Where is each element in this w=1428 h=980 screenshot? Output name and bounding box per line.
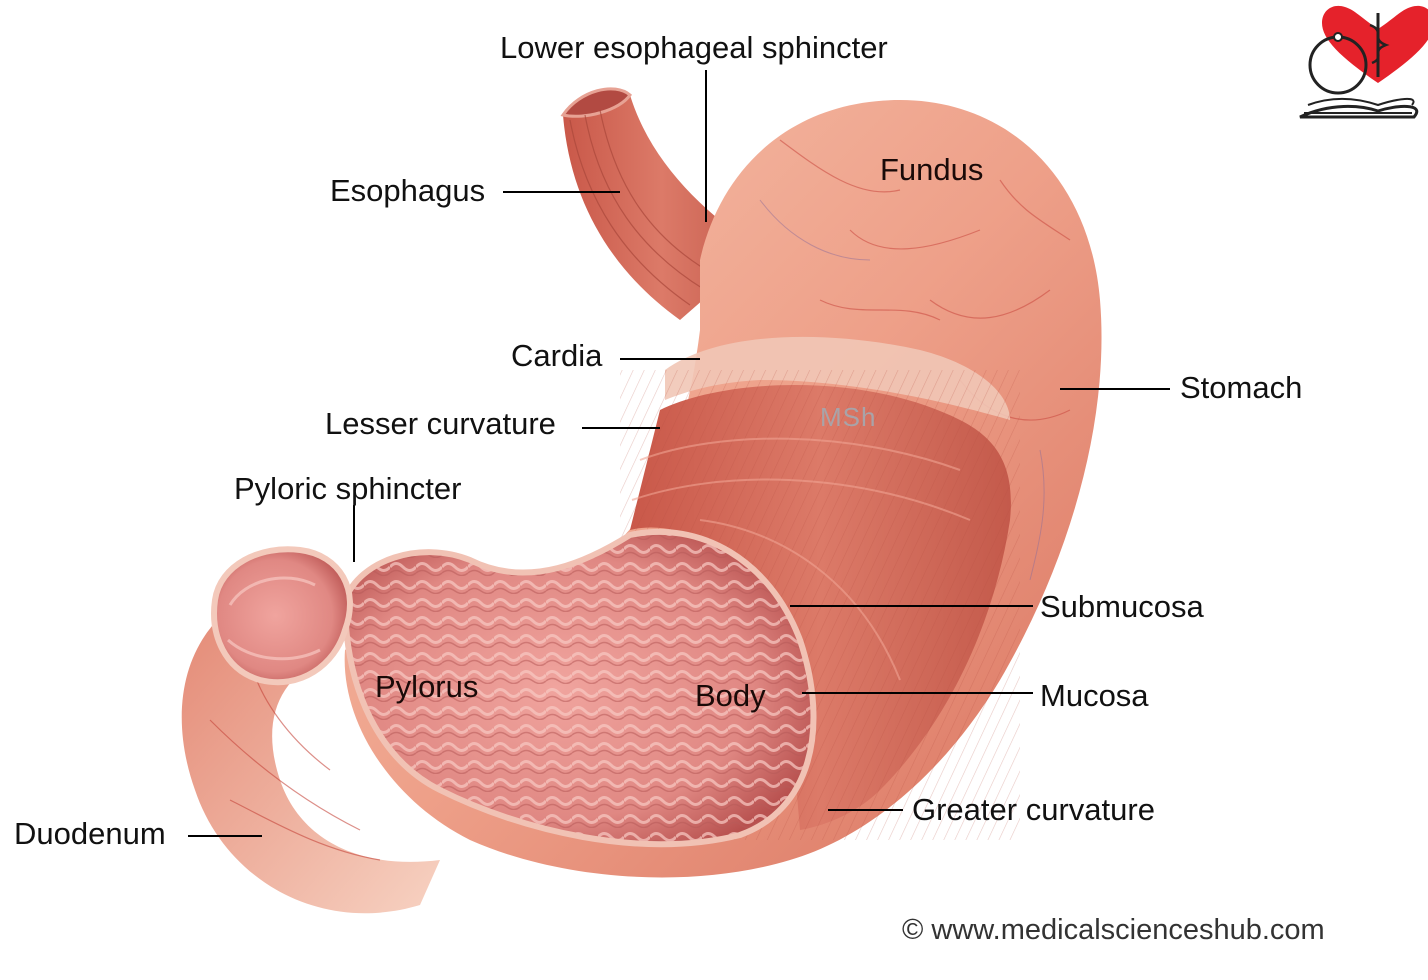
duodenum-shape — [181, 610, 440, 914]
leader-lines — [188, 70, 1170, 837]
label-body: Body — [695, 678, 766, 713]
label-lower-esophageal-sphincter: Lower esophageal sphincter — [500, 30, 888, 65]
label-mucosa: Mucosa — [1040, 678, 1149, 713]
label-esophagus: Esophagus — [330, 173, 486, 208]
copyright-notice: © www.medicalscienceshub.com — [902, 914, 1325, 946]
label-pylorus: Pylorus — [375, 669, 479, 704]
label-lesser-curvature: Lesser curvature — [325, 406, 556, 441]
label-duodenum: Duodenum — [14, 816, 166, 851]
label-fundus: Fundus — [880, 152, 984, 187]
label-pyloric-sphincter: Pyloric sphincter — [234, 471, 462, 506]
label-stomach: Stomach — [1180, 370, 1303, 405]
label-greater-curvature: Greater curvature — [912, 792, 1155, 827]
label-cardia: Cardia — [511, 338, 603, 373]
watermark: MSh — [820, 402, 877, 432]
heart-stethoscope-book-icon — [1299, 5, 1428, 119]
pyloric-opening — [211, 546, 353, 686]
label-submucosa: Submucosa — [1040, 589, 1204, 624]
